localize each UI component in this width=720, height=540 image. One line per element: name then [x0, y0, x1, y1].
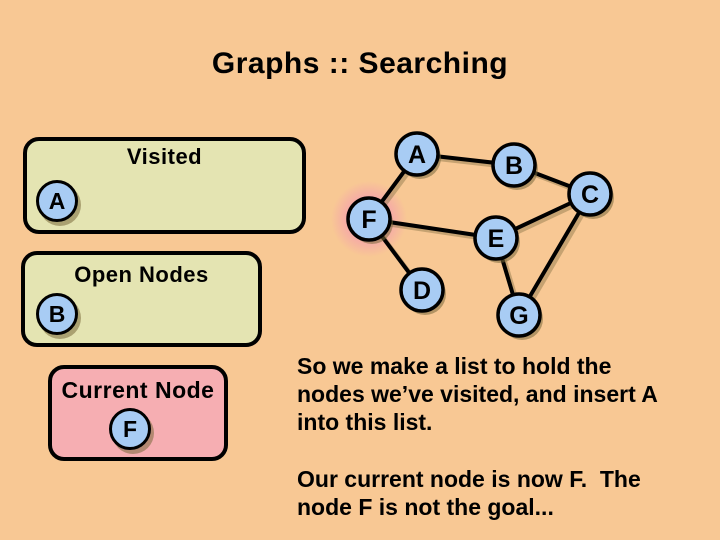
- text-line: node F is not the goal...: [297, 494, 554, 520]
- open-node-chip-b: B: [36, 293, 78, 335]
- graph-node-B: [491, 142, 537, 188]
- node-label: F: [122, 415, 138, 442]
- graph-node-label-F: F: [361, 206, 376, 234]
- graph-node-C: [567, 171, 613, 217]
- graph-node-label-G: G: [509, 302, 528, 330]
- current-node-chip-f: F: [109, 408, 151, 450]
- graph-node-F: [346, 196, 392, 242]
- graph-node-label-A: A: [408, 141, 426, 169]
- node-label: B: [48, 300, 66, 327]
- graph-node-G: [496, 292, 542, 338]
- page-title: Graphs :: Searching: [211, 47, 509, 80]
- visited-node-chip-a: A: [36, 180, 78, 222]
- open-nodes-panel-label: Open Nodes: [74, 262, 209, 287]
- current-node-panel: Current Node F: [48, 365, 228, 461]
- graph-node-D: [399, 267, 445, 313]
- graph-node-A: [394, 131, 440, 177]
- current-node-panel-label: Current Node: [61, 377, 215, 403]
- visited-panel-label: Visited: [126, 144, 203, 169]
- graph-node-label-E: E: [488, 225, 505, 253]
- graph-edge-C-G: [517, 192, 592, 317]
- text-line: So we make a list to hold the: [297, 353, 612, 379]
- text-line: into this list.: [297, 409, 433, 435]
- node-label: A: [48, 187, 66, 214]
- visited-panel: Visited A: [23, 137, 306, 234]
- text-line: nodes we’ve visited, and insert A: [297, 381, 658, 407]
- graph-node-label-B: B: [505, 152, 523, 180]
- open-nodes-panel: Open Nodes B: [21, 251, 262, 347]
- graph-node-E: [473, 215, 519, 261]
- graph-node-label-C: C: [581, 181, 599, 209]
- text-line: Our current node is now F. The: [297, 466, 641, 492]
- graph-node-label-D: D: [413, 277, 431, 305]
